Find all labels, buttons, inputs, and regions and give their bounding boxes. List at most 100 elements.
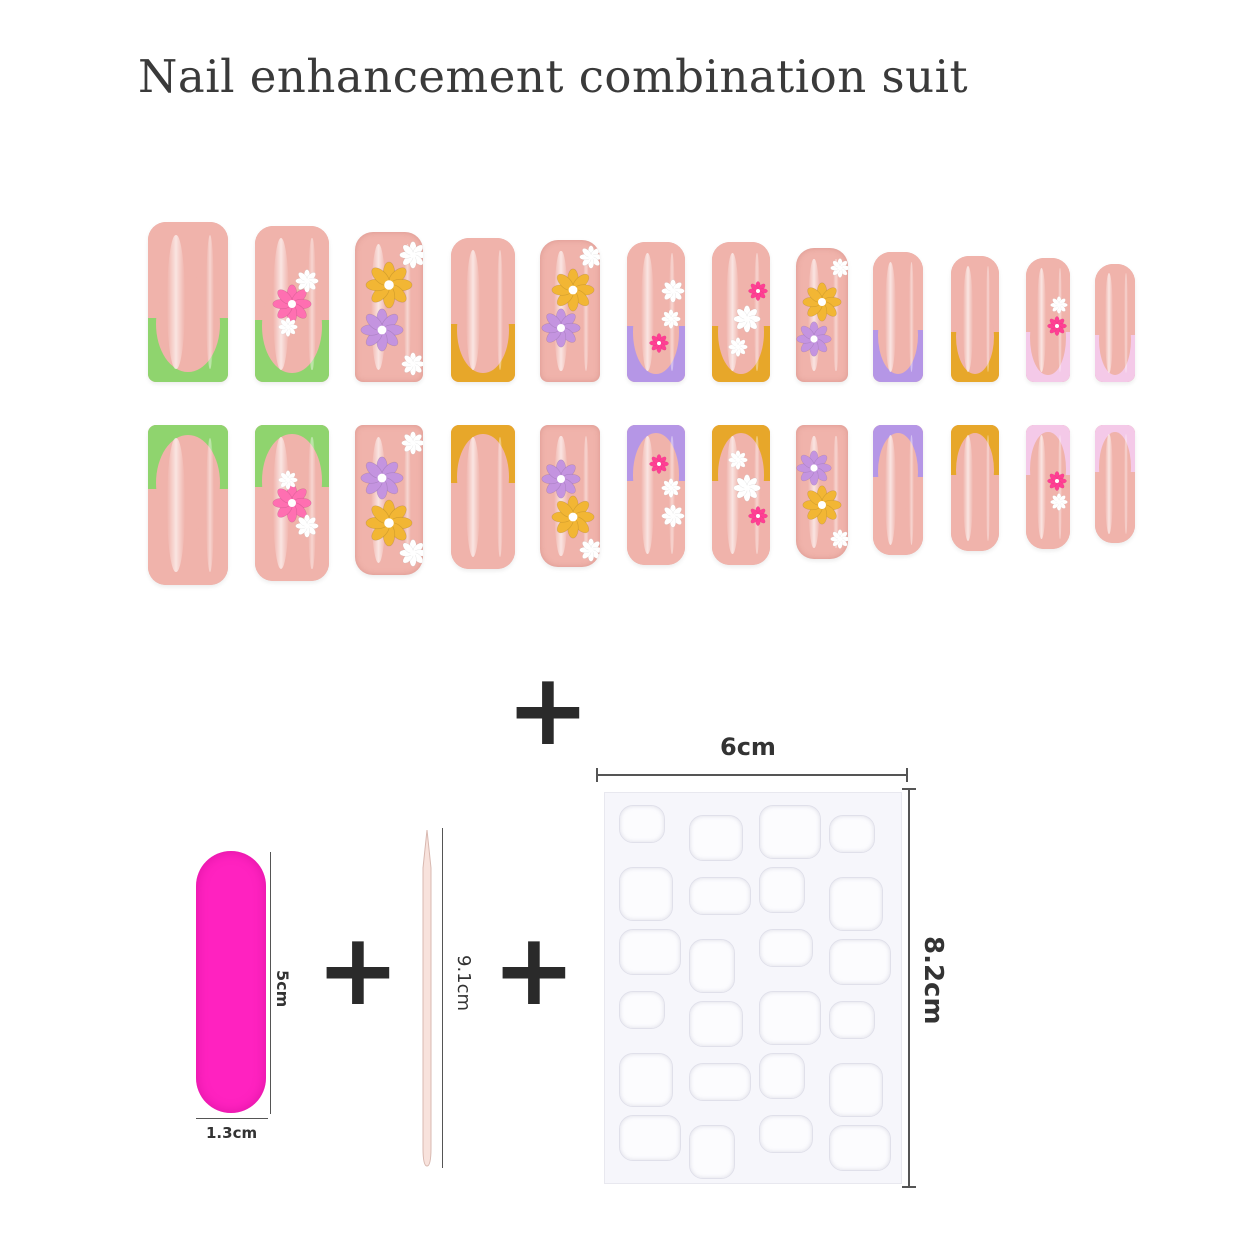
press-on-nail xyxy=(451,425,515,569)
nail-tip-curve xyxy=(955,298,995,375)
flower-icon xyxy=(661,279,685,303)
nail-shine xyxy=(985,435,991,541)
plus-icon: + xyxy=(492,911,576,1028)
nail-shine xyxy=(308,437,316,569)
flower-icon xyxy=(796,450,832,486)
flower-icon xyxy=(1047,316,1067,336)
nail-tip-curve xyxy=(1099,432,1131,503)
flower-icon xyxy=(728,337,748,357)
press-on-nail xyxy=(355,232,423,382)
adhesive-tab xyxy=(829,1001,875,1039)
adhesive-tab xyxy=(619,867,673,921)
adhesive-tab xyxy=(619,805,665,843)
nail-tip-curve xyxy=(156,434,220,531)
press-on-nail xyxy=(451,238,515,382)
press-on-nail xyxy=(712,425,770,565)
nail-shine xyxy=(1036,434,1047,540)
flower-icon xyxy=(796,321,832,357)
flower-icon xyxy=(579,538,600,562)
adhesive-sheet-icon xyxy=(604,792,902,1184)
nail-shine xyxy=(885,435,896,545)
adhesive-tab xyxy=(689,877,751,915)
nail-shine xyxy=(466,249,481,371)
press-on-nail xyxy=(148,222,228,382)
flower-icon xyxy=(295,268,319,293)
flower-icon xyxy=(399,240,423,269)
nail-shine xyxy=(1123,434,1128,534)
sheet-width-tick-right xyxy=(906,768,908,782)
nail-shine xyxy=(308,238,316,370)
flower-icon xyxy=(401,431,423,455)
adhesive-tab xyxy=(689,939,735,993)
adhesive-tab xyxy=(829,1063,883,1117)
adhesive-tab xyxy=(759,805,821,859)
nail-shine xyxy=(985,266,991,372)
nail-tip-curve xyxy=(457,286,509,374)
flower-icon xyxy=(748,506,769,526)
flower-icon xyxy=(360,308,404,351)
adhesive-tab xyxy=(759,867,805,913)
adhesive-tab xyxy=(829,1125,891,1171)
adhesive-tab xyxy=(759,991,821,1045)
press-on-nail xyxy=(873,252,923,382)
nail-tip-curve xyxy=(632,289,680,374)
flower-icon xyxy=(278,317,299,338)
flower-icon xyxy=(830,529,848,549)
page-title: Nail enhancement combination suit xyxy=(138,50,969,103)
file-length-label: 5cm xyxy=(273,970,292,1008)
press-on-nail xyxy=(1026,258,1070,382)
press-on-nail xyxy=(951,425,999,551)
nail-shine xyxy=(833,258,839,372)
adhesive-tab xyxy=(619,929,681,975)
flower-icon xyxy=(728,450,748,470)
flower-icon xyxy=(278,469,299,490)
adhesive-tab xyxy=(759,1053,805,1099)
press-on-nail xyxy=(148,425,228,585)
adhesive-tab xyxy=(689,1063,751,1101)
press-on-nail xyxy=(712,242,770,382)
nail-shine xyxy=(962,266,974,372)
stick-length-line xyxy=(442,828,443,1168)
adhesive-tab xyxy=(689,1001,743,1047)
nail-row-bottom xyxy=(0,420,1242,600)
flower-icon xyxy=(830,258,848,278)
flower-icon xyxy=(272,284,312,324)
nail-shine xyxy=(497,436,504,558)
press-on-nail xyxy=(255,226,329,382)
nail-shine xyxy=(909,435,914,545)
nail-tip-curve xyxy=(1099,304,1131,375)
flower-icon xyxy=(551,495,595,539)
press-on-nail xyxy=(255,425,329,581)
adhesive-tab xyxy=(759,929,813,967)
nail-shine xyxy=(1104,273,1114,373)
adhesive-tab xyxy=(829,877,883,931)
flower-icon xyxy=(1050,296,1068,314)
sheet-width-tick-left xyxy=(596,768,598,782)
nail-row-top xyxy=(0,222,1242,402)
flower-icon xyxy=(401,352,423,376)
flower-icon xyxy=(399,538,423,567)
sheet-height-tick-bottom xyxy=(902,1186,916,1188)
adhesive-tab xyxy=(829,815,875,853)
nail-tip-curve xyxy=(878,296,918,375)
adhesive-tab xyxy=(689,815,743,861)
plus-icon: + xyxy=(316,911,400,1028)
nail-shine xyxy=(833,435,839,549)
flower-icon xyxy=(802,282,842,322)
press-on-nail xyxy=(1026,425,1070,549)
nail-tip-curve xyxy=(878,432,918,511)
stick-length-label: 9.1cm xyxy=(453,955,474,1012)
flower-icon xyxy=(733,305,761,333)
press-on-nail xyxy=(796,425,848,559)
press-on-nail xyxy=(355,425,423,575)
sheet-width-label: 6cm xyxy=(720,733,776,761)
nail-file-icon xyxy=(196,851,266,1113)
press-on-nail xyxy=(1095,425,1135,543)
flower-icon xyxy=(660,309,681,329)
nail-shine xyxy=(205,437,214,573)
flower-icon xyxy=(365,261,413,308)
sheet-height-tick-top xyxy=(902,788,916,790)
flower-icon xyxy=(1050,493,1068,511)
press-on-nail xyxy=(796,248,848,382)
nail-shine xyxy=(962,435,974,541)
